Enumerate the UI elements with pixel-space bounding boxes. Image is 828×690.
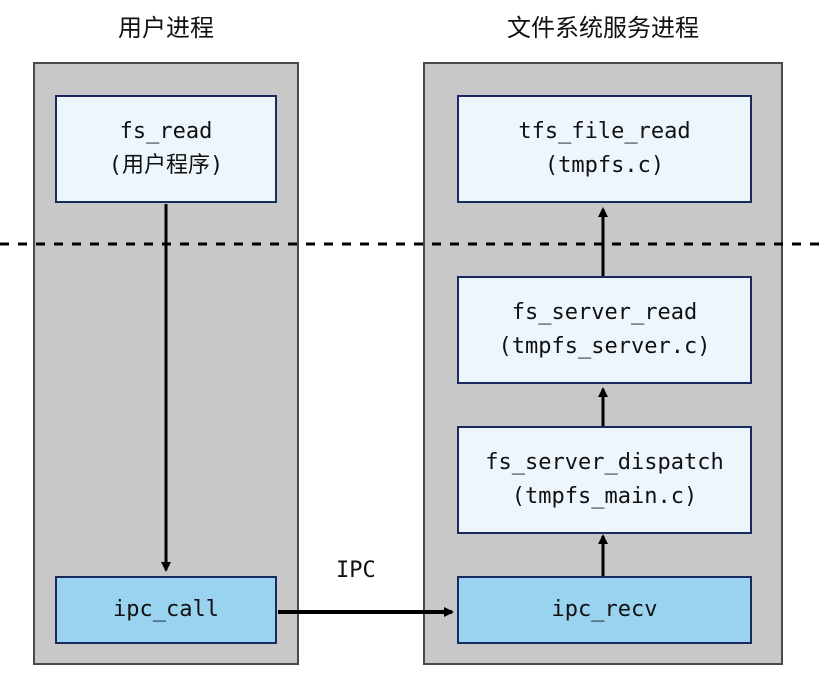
fs-server-dispatch-file: (tmpfs_main.c) (511, 484, 698, 509)
fs-server-dispatch-name: fs_server_dispatch (485, 450, 724, 475)
fs-server-read-name: fs_server_read (511, 300, 698, 325)
fs-server-dispatch-box: fs_server_dispatch (tmpfs_main.c) (457, 426, 752, 534)
tfs-file-read-file: (tmpfs.c) (544, 153, 665, 178)
fs-read-name: fs_read (119, 119, 213, 144)
ipc-recv-name: ipc_recv (551, 597, 658, 622)
ipc-call-name: ipc_call (113, 597, 219, 622)
ipc-recv-box: ipc_recv (457, 576, 752, 644)
tfs-file-read-box: tfs_file_read (tmpfs.c) (457, 95, 752, 203)
fs-server-read-box: fs_server_read (tmpfs_server.c) (457, 276, 752, 384)
fs-read-file: (用户程序) (108, 153, 224, 178)
ipc-label: IPC (336, 558, 376, 583)
ipc-call-box: ipc_call (55, 576, 277, 644)
fs-read-box: fs_read (用户程序) (55, 95, 277, 203)
user-process-title: 用户进程 (118, 14, 214, 42)
fs-server-read-file: (tmpfs_server.c) (498, 334, 711, 359)
tfs-file-read-name: tfs_file_read (518, 119, 691, 144)
fs-service-process-title: 文件系统服务进程 (507, 14, 699, 42)
